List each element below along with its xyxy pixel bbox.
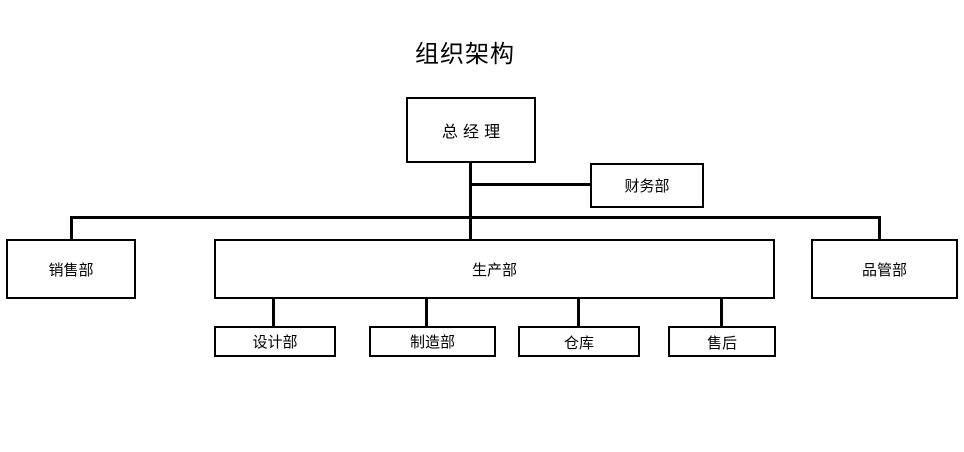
- design-node: 设计部: [214, 326, 336, 357]
- ceo-node: 总 经 理: [406, 97, 536, 163]
- production-label: 生产部: [471, 260, 517, 279]
- quality-node: 品管部: [811, 239, 958, 299]
- after-sales-label: 售后: [706, 334, 737, 352]
- manufacturing-node: 制造部: [369, 326, 496, 357]
- chart-title: 组织架构: [415, 40, 515, 68]
- warehouse-drop-line: [577, 297, 580, 327]
- finance-connector-line: [471, 183, 591, 186]
- department-bus-line: [70, 216, 881, 219]
- quality-drop-line: [878, 216, 881, 240]
- quality-label: 品管部: [861, 260, 907, 279]
- manufacturing-drop-line: [425, 297, 428, 327]
- finance-label: 财务部: [624, 177, 670, 195]
- sales-drop-line: [70, 216, 73, 240]
- production-node: 生产部: [214, 239, 775, 299]
- design-drop-line: [272, 297, 275, 327]
- finance-node: 财务部: [590, 163, 704, 208]
- sales-label: 销售部: [48, 260, 94, 279]
- sales-node: 销售部: [6, 239, 136, 299]
- after-sales-node: 售后: [668, 326, 776, 357]
- warehouse-node: 仓库: [518, 326, 640, 357]
- warehouse-label: 仓库: [563, 334, 594, 352]
- ceo-trunk-line: [469, 162, 472, 240]
- design-label: 设计部: [252, 333, 298, 351]
- after-sales-drop-line: [720, 297, 723, 327]
- ceo-label: 总 经 理: [441, 122, 501, 141]
- manufacturing-label: 制造部: [409, 333, 455, 351]
